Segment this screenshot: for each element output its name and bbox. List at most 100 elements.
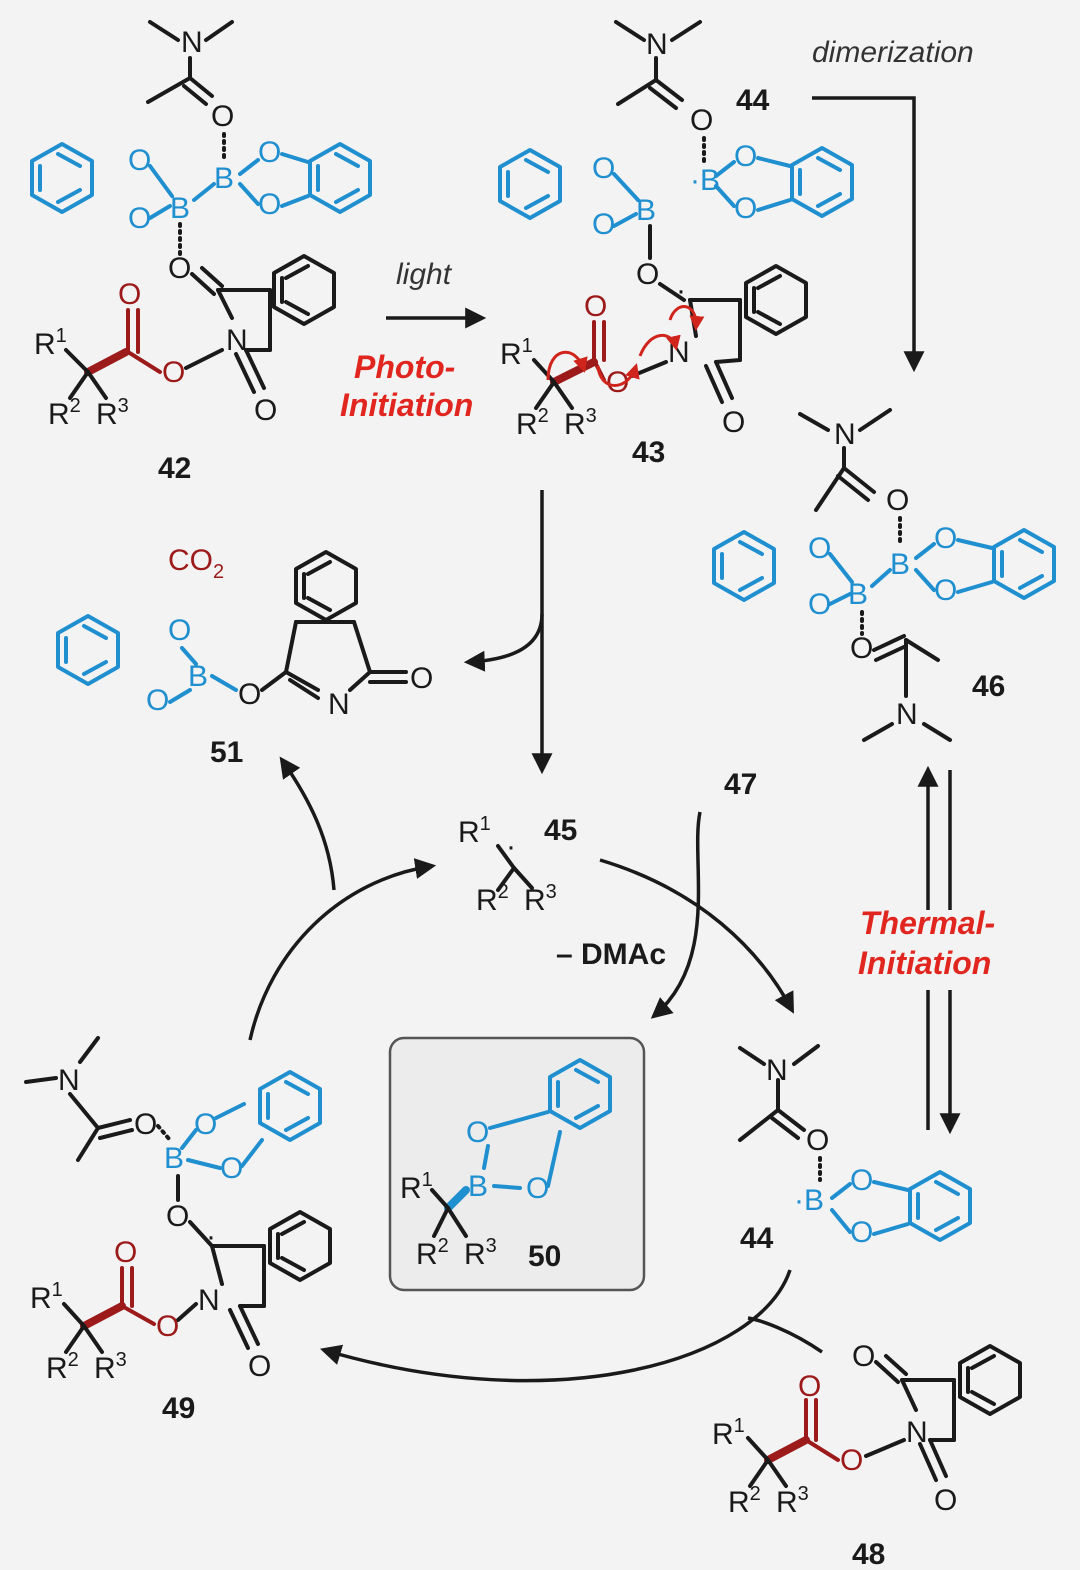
atom-o: O: [466, 1116, 489, 1149]
atom-o: O: [248, 1350, 271, 1383]
atom-o: O: [934, 1484, 957, 1517]
minus-dmac-label: – DMAc: [556, 938, 666, 971]
atom-o: O: [128, 202, 151, 235]
atom-o: O: [850, 1164, 873, 1197]
r2-label: R2: [516, 405, 549, 441]
compound-48: O N O O O R1 R2 R3 48: [712, 1340, 1022, 1570]
photo-initiation-label-2: Initiation: [340, 387, 473, 423]
compound-44-radical: N O ·B O O 44: [738, 1044, 972, 1255]
atom-o: O: [526, 1172, 549, 1205]
atom-b: B: [170, 192, 190, 225]
atom-o: O: [168, 614, 191, 647]
atom-o: O: [410, 662, 433, 695]
r2-label: R2: [48, 395, 81, 431]
co2-label: CO2: [168, 544, 224, 583]
atom-n: N: [834, 418, 856, 451]
r1-label: R1: [500, 335, 533, 371]
boryl-radical: ·B: [794, 1184, 824, 1217]
r3-label: R3: [524, 881, 557, 917]
light-arrow: light Photo- Initiation: [340, 258, 487, 423]
atom-n: N: [646, 28, 668, 61]
compound-49: N O B O O O · N O O O: [24, 1036, 332, 1425]
r1-label: R1: [34, 325, 67, 361]
atom-o: O: [636, 258, 659, 291]
r3-label: R3: [96, 395, 129, 431]
atom-o: O: [690, 104, 713, 137]
compound-label-46: 46: [972, 670, 1005, 703]
atom-o: O: [734, 140, 757, 173]
r3-label: R3: [94, 1349, 127, 1385]
atom-o: O: [238, 678, 261, 711]
atom-o: O: [258, 136, 281, 169]
atom-n: N: [906, 1416, 928, 1449]
dimerization-label: dimerization: [812, 36, 974, 69]
atom-n: N: [58, 1064, 80, 1097]
boryl-radical: ·B: [690, 164, 720, 197]
compound-label-51: 51: [210, 736, 243, 769]
atom-o: O: [722, 406, 745, 439]
atom-o: O: [934, 574, 957, 607]
compound-label-50: 50: [528, 1240, 561, 1273]
atom-o: O: [162, 356, 185, 389]
compound-label-44-top: 44: [736, 84, 770, 117]
r3-label: R3: [564, 405, 597, 441]
atom-b: B: [214, 162, 234, 195]
atom-o: O: [254, 394, 277, 427]
r2-label: R2: [416, 1235, 449, 1271]
atom-n: N: [766, 1054, 788, 1087]
atom-o: O: [806, 1124, 829, 1157]
atom-n: N: [328, 688, 350, 721]
thermal-initiation-label-2: Initiation: [858, 945, 991, 981]
thermal-initiation-label: Thermal-: [860, 905, 995, 941]
r3-label: R3: [464, 1235, 497, 1271]
compound-label-42: 42: [158, 452, 191, 485]
atom-o: O: [258, 188, 281, 221]
r3-label: R3: [776, 1483, 809, 1519]
atom-n: N: [226, 324, 248, 357]
atom-o: O: [134, 1108, 157, 1141]
r2-label: R2: [46, 1349, 79, 1385]
atom-o: O: [850, 1216, 873, 1249]
radical-dot: ·: [506, 830, 516, 863]
product-50-box: O O B R1 R2 R3 50: [388, 1036, 646, 1292]
compound-label-47: 47: [724, 768, 757, 801]
compound-label-48: 48: [852, 1538, 885, 1570]
r1-label: R1: [458, 813, 491, 849]
radical-dot: ·: [676, 274, 686, 307]
atom-o: O: [808, 532, 831, 565]
atom-b: B: [188, 660, 208, 693]
r2-label: R2: [728, 1483, 761, 1519]
atom-o: O: [584, 290, 607, 323]
atom-o: O: [934, 522, 957, 555]
atom-b: B: [468, 1170, 488, 1203]
r2-label: R2: [476, 881, 509, 917]
atom-o: O: [168, 252, 191, 285]
atom-n: N: [896, 698, 918, 731]
atom-o: O: [886, 484, 909, 517]
r1-label: R1: [712, 1415, 745, 1451]
atom-o: O: [850, 632, 873, 665]
atom-o: O: [194, 1108, 217, 1141]
radical-dot: ·: [206, 1220, 216, 1253]
atom-o: O: [798, 1370, 821, 1403]
r1-label: R1: [30, 1279, 63, 1315]
compound-45: R1 · R2 R3 45 47: [458, 768, 757, 917]
r1-label: R1: [400, 1169, 433, 1205]
dimerization-arrow: dimerization: [812, 36, 974, 373]
atom-o: O: [118, 278, 141, 311]
atom-o: O: [840, 1444, 863, 1477]
compound-label-43: 43: [632, 436, 665, 469]
atom-o: O: [592, 208, 615, 241]
atom-b: B: [164, 1142, 184, 1175]
atom-o: O: [146, 684, 169, 717]
thermal-equilibrium-arrows: Thermal- Initiation: [858, 765, 995, 1135]
atom-b: B: [636, 194, 656, 227]
compound-label-44-bottom: 44: [740, 1222, 774, 1255]
compound-43: N O ·B O O B O O O · N O O O: [498, 20, 854, 469]
compound-label-45: 45: [544, 814, 577, 847]
compound-46: N O B B O O O O O N 46: [712, 408, 1056, 742]
atom-n: N: [181, 26, 203, 59]
atom-o: O: [211, 100, 234, 133]
atom-b: B: [890, 548, 910, 581]
atom-o: O: [166, 1200, 189, 1233]
